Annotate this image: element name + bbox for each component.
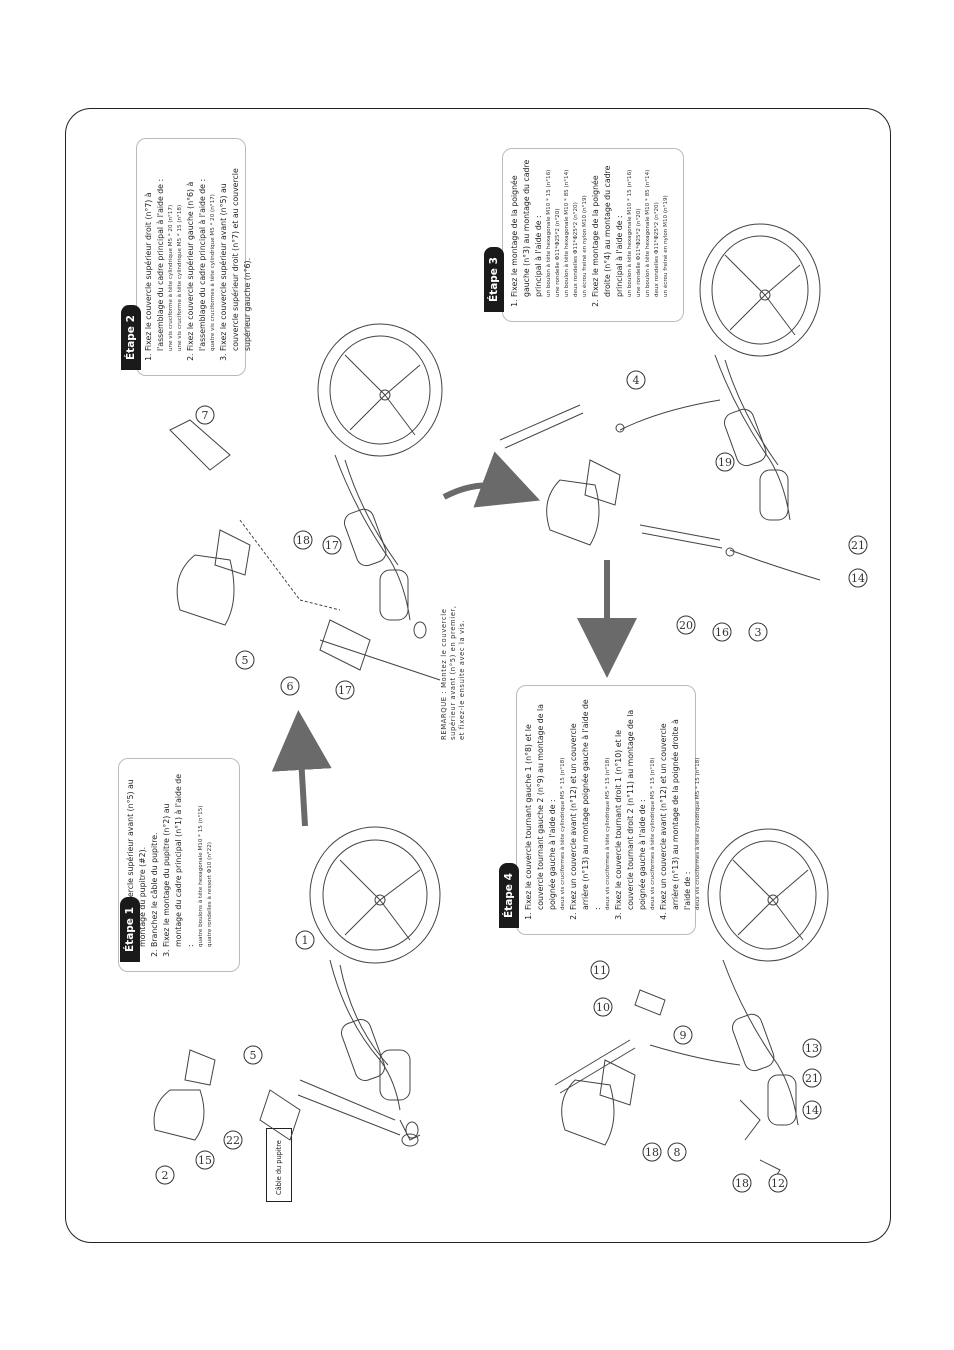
- callout-step4-18b-label: 18: [735, 1177, 749, 1190]
- callout-step4-21-label: 21: [805, 1072, 819, 1085]
- callout-step3-14-label: 14: [851, 572, 865, 585]
- callout-step3-21-label: 21: [851, 539, 865, 552]
- callout-step4-13: [802, 1038, 822, 1058]
- step1-callouts: 1 2 15 22 5: [155, 930, 315, 1185]
- callout-step4-8-label: 8: [674, 1146, 681, 1159]
- callout-step4-10: [593, 997, 613, 1017]
- step3-handle-right: [499, 404, 584, 449]
- callout-step3-21: [848, 535, 868, 555]
- callout-step3-20: [676, 615, 696, 635]
- callout-step2-18-label: 18: [296, 534, 310, 547]
- step4-box: Fixez le couvercle tournant gauche 1 (n°…: [516, 685, 701, 935]
- callout-step4-21: [802, 1068, 822, 1088]
- callout-step2-6: [280, 676, 300, 696]
- step2-callouts: 7 18 17 5 6 17: [195, 405, 355, 700]
- callout-step2-17a: [322, 535, 342, 555]
- callout-step1-1: [295, 930, 315, 950]
- arrow-step1-to-step2: [271, 710, 332, 827]
- step2-flywheel: [317, 323, 443, 457]
- callout-step1-15: [195, 1150, 215, 1170]
- step3-machine: [499, 223, 821, 581]
- step3-flywheel: [699, 223, 821, 357]
- step1-flywheel: [309, 826, 441, 964]
- step2-machine: [169, 323, 443, 681]
- callout-step4-12: [768, 1173, 788, 1193]
- callout-step1-22-label: 22: [226, 1134, 240, 1147]
- callout-step4-8: [667, 1142, 687, 1162]
- callout-step1-5-label: 5: [250, 1049, 257, 1062]
- callout-step4-18a: [642, 1142, 662, 1162]
- callout-step3-20-label: 20: [679, 619, 693, 632]
- callout-step3-19: [715, 452, 735, 472]
- callout-step1-15-label: 15: [198, 1154, 212, 1167]
- step2-cover-6: [319, 619, 371, 671]
- step1-machine: [153, 826, 441, 1147]
- callout-step2-17b: [335, 680, 355, 700]
- step4-callouts: 11 10 9 18 8 13 21 14 18 12: [590, 960, 822, 1193]
- callout-step3-16: [712, 622, 732, 642]
- callout-step3-16-label: 16: [715, 626, 729, 639]
- callout-step4-11: [590, 960, 610, 980]
- callout-step2-18: [293, 530, 313, 550]
- cable-label-box: Câble du pupitre: [266, 1128, 292, 1202]
- callout-step4-18b: [732, 1173, 752, 1193]
- callout-step4-12-label: 12: [771, 1177, 785, 1190]
- step4-machine: [554, 828, 829, 1186]
- page-frame: [65, 108, 891, 1243]
- callout-step1-2-label: 2: [162, 1169, 169, 1182]
- callout-step3-14: [848, 568, 868, 588]
- callout-step4-18a-label: 18: [645, 1146, 659, 1159]
- callout-step3-19-label: 19: [718, 456, 732, 469]
- step3-box: Fixez le montage de la poignée gauche (n…: [502, 148, 684, 322]
- callout-step2-6-label: 6: [287, 680, 294, 693]
- callout-step4-9-label: 9: [680, 1029, 687, 1042]
- callout-step3-4-label: 4: [633, 374, 640, 387]
- callout-step2-7: [195, 405, 215, 425]
- callout-step4-11-label: 11: [593, 964, 607, 977]
- callout-step4-14: [802, 1100, 822, 1120]
- callout-step3-4: [626, 370, 646, 390]
- step4-flywheel: [707, 828, 829, 962]
- step3-handle-left: [639, 524, 723, 549]
- callout-step1-22: [223, 1130, 243, 1150]
- callout-step4-13-label: 13: [805, 1042, 819, 1055]
- callout-step4-10-label: 10: [596, 1001, 610, 1014]
- step3-arm-right: [619, 399, 721, 431]
- callout-step3-3: [748, 622, 768, 642]
- callout-step2-5: [235, 650, 255, 670]
- callout-step3-3-label: 3: [755, 626, 762, 639]
- step3-callouts: 4 19 20 16 3 21 14: [626, 370, 868, 642]
- step2-cover-7: [169, 419, 231, 471]
- callout-step4-14-label: 14: [805, 1104, 819, 1117]
- callout-step1-5: [243, 1045, 263, 1065]
- callout-step4-9: [673, 1025, 693, 1045]
- callout-step2-5-label: 5: [242, 654, 249, 667]
- callout-step2-17b-label: 17: [338, 684, 352, 697]
- step3-arm-left: [729, 549, 821, 581]
- callout-step1-2: [155, 1165, 175, 1185]
- callout-step1-1-label: 1: [302, 934, 309, 947]
- arrow-step2-to-step3: [442, 451, 541, 508]
- callout-step2-7-label: 7: [202, 409, 209, 422]
- step2-box: Fixez le couvercle supérieur droit (n°7)…: [136, 138, 252, 376]
- callout-step2-17a-label: 17: [325, 539, 339, 552]
